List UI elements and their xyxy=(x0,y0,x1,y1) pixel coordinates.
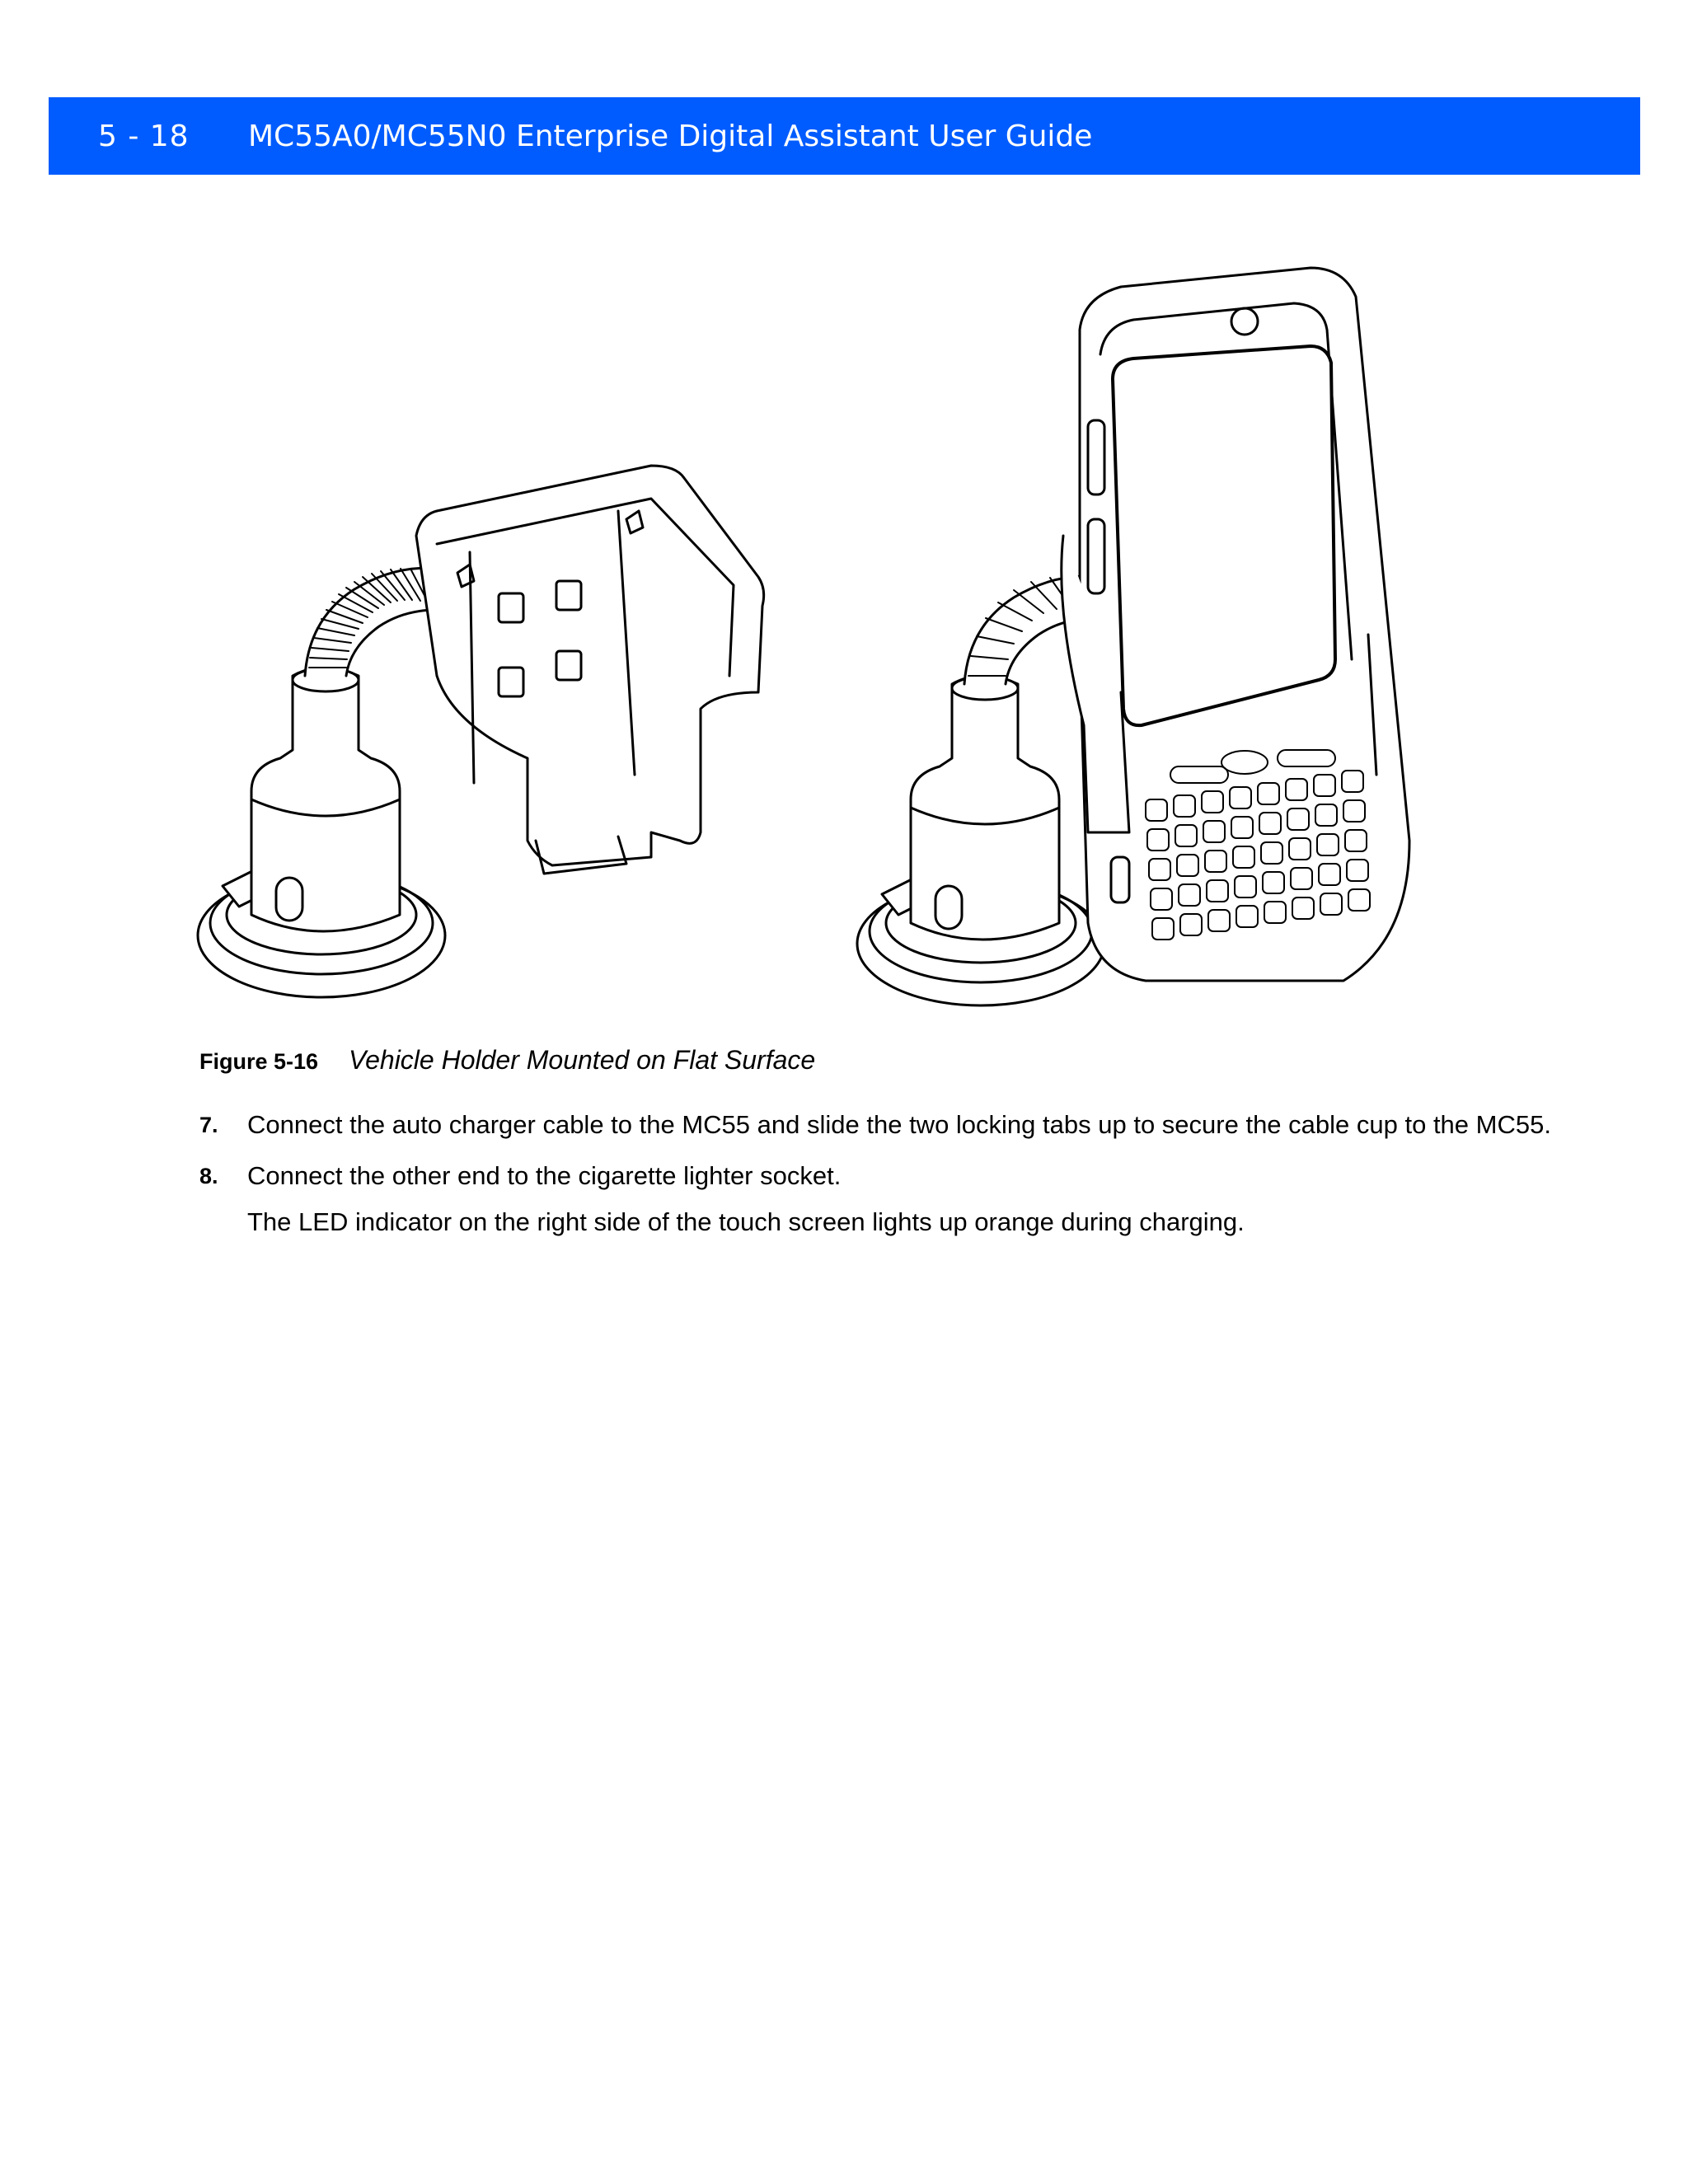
step-text: Connect the other end to the cigarette l… xyxy=(247,1161,842,1190)
keypad-key xyxy=(1346,859,1369,882)
empty-holder-drawing xyxy=(196,464,766,999)
keypad-key xyxy=(1203,820,1226,843)
keypad-key xyxy=(1318,863,1341,886)
instruction-steps: 7. Connect the auto charger cable to the… xyxy=(199,1108,1551,1239)
keypad-key xyxy=(1341,770,1364,793)
keypad-key xyxy=(1313,774,1336,797)
keypad-key xyxy=(1204,850,1227,873)
keypad-key xyxy=(1178,883,1201,907)
keypad-key xyxy=(1290,867,1313,890)
keypad-key xyxy=(1173,794,1196,818)
keypad-key xyxy=(1148,858,1171,881)
keypad-key xyxy=(1348,888,1371,912)
holder-with-device-drawing xyxy=(856,266,1411,1007)
keypad-key xyxy=(1262,871,1285,894)
keypad-key xyxy=(1260,841,1283,865)
keypad-key xyxy=(1259,812,1282,835)
step-item: 7. Connect the auto charger cable to the… xyxy=(199,1108,1551,1141)
vehicle-holder-illustration xyxy=(196,266,1411,1007)
keypad-key xyxy=(1344,829,1367,852)
keypad-key xyxy=(1285,778,1308,801)
keypad-key xyxy=(1207,909,1231,932)
step-number: 7. xyxy=(199,1113,218,1137)
step-note: The LED indicator on the right side of t… xyxy=(247,1207,1245,1236)
keypad-key xyxy=(1145,799,1168,822)
keypad-key xyxy=(1234,875,1257,898)
keypad-key xyxy=(1201,790,1224,813)
keypad-key xyxy=(1206,879,1229,902)
keypad-key xyxy=(1150,888,1173,911)
keypad-key xyxy=(1343,799,1366,823)
page-number: 5 - 18 xyxy=(98,119,190,153)
keypad-key xyxy=(1229,786,1252,809)
keypad-key xyxy=(1315,804,1338,827)
figure-illustration xyxy=(190,264,1451,1038)
step-number: 8. xyxy=(199,1164,218,1188)
figure-label: Figure 5-16 xyxy=(199,1049,319,1074)
keypad-key xyxy=(1236,905,1259,928)
keypad-key xyxy=(1176,854,1199,877)
keypad-key xyxy=(1288,837,1311,860)
keypad-key xyxy=(1316,833,1339,856)
keypad-key xyxy=(1175,824,1198,847)
keypad-key xyxy=(1320,893,1343,916)
keypad-key xyxy=(1264,901,1287,924)
keypad-key xyxy=(1146,828,1170,851)
figure-title: Vehicle Holder Mounted on Flat Surface xyxy=(348,1045,816,1075)
keypad-key xyxy=(1292,897,1315,920)
page-header: 5 - 18 MC55A0/MC55N0 Enterprise Digital … xyxy=(49,97,1640,175)
keypad-key xyxy=(1179,913,1203,936)
step-item: 8. Connect the other end to the cigarett… xyxy=(199,1160,1551,1193)
keypad-key xyxy=(1232,846,1255,869)
step-text: Connect the auto charger cable to the MC… xyxy=(247,1110,1551,1139)
keypad-key xyxy=(1231,816,1254,839)
keypad-key xyxy=(1151,917,1175,940)
document-title: MC55A0/MC55N0 Enterprise Digital Assista… xyxy=(248,119,1093,153)
keypad-key xyxy=(1257,782,1280,805)
figure-caption: Figure 5-16 Vehicle Holder Mounted on Fl… xyxy=(199,1045,815,1076)
keypad-key xyxy=(1287,808,1310,831)
